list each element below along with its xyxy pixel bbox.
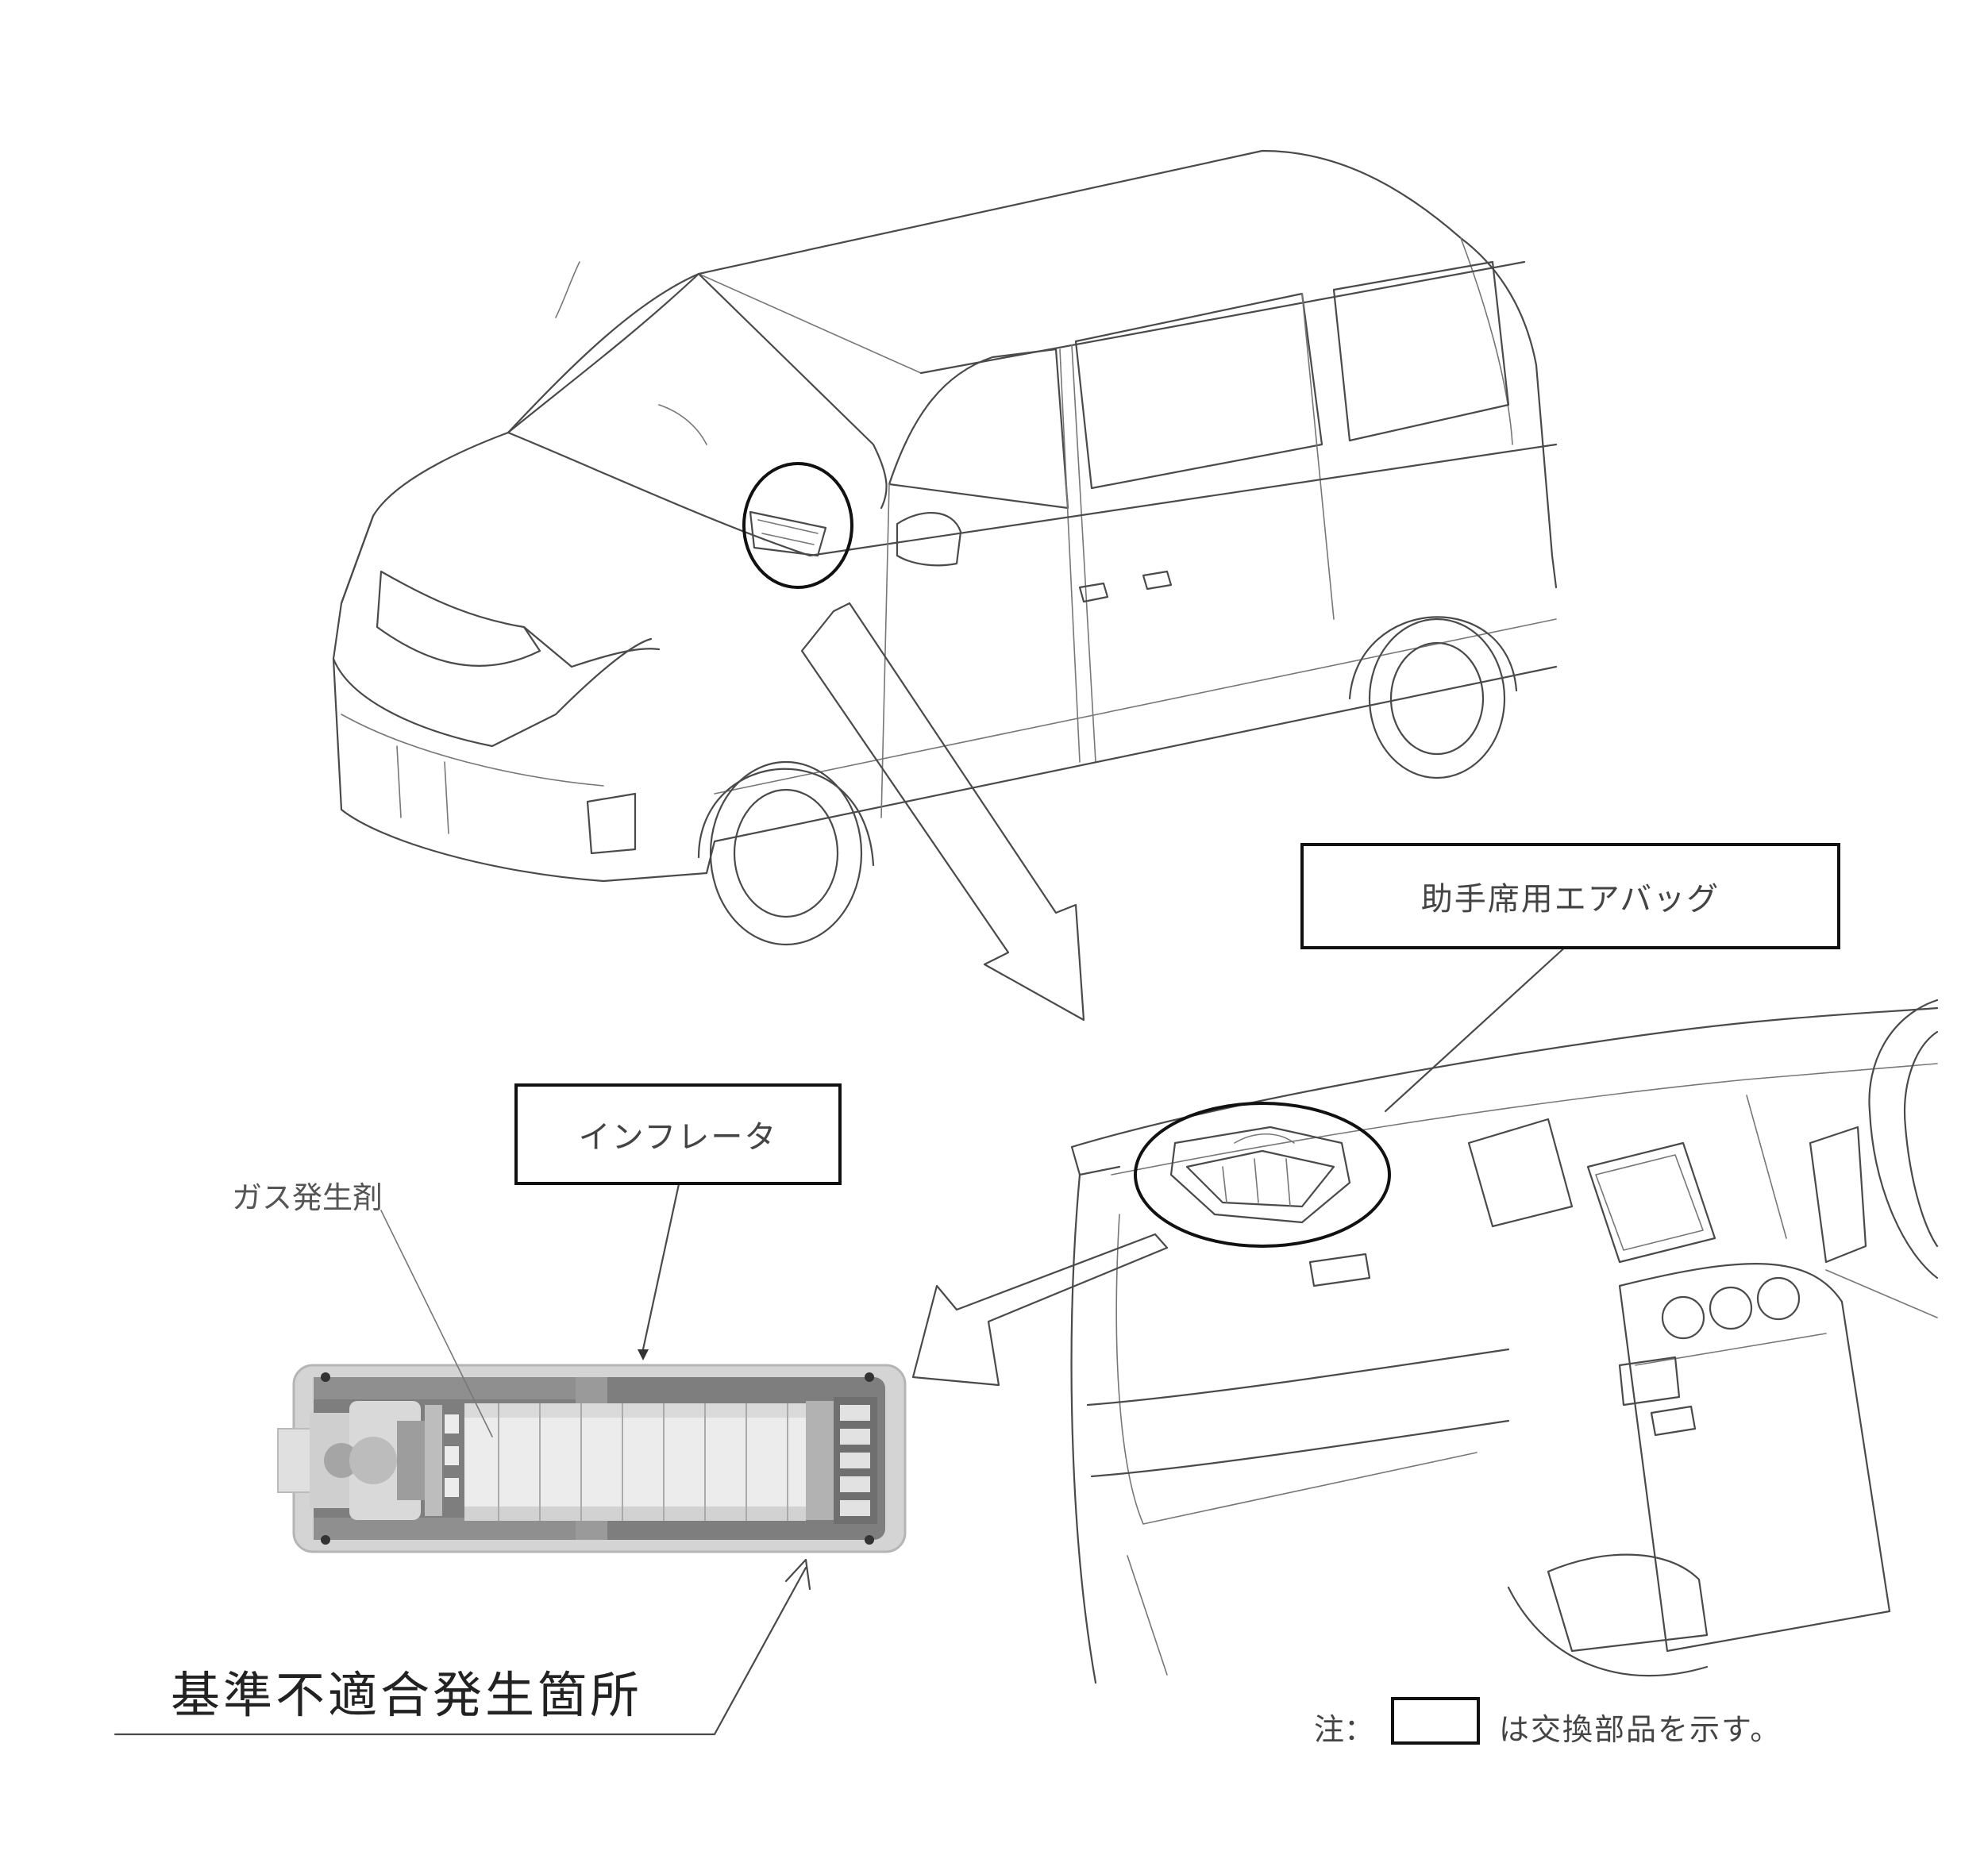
inflator-cutaway <box>277 1364 907 1553</box>
dashboard-illustration <box>1070 943 1939 1684</box>
van-illustration <box>332 149 1558 946</box>
note-prefix: 注： <box>1314 1712 1375 1747</box>
note-legend-box <box>1391 1697 1480 1745</box>
callout-arrow-icon <box>800 602 1085 1022</box>
defect-location-label: 基準不適合発生箇所 <box>171 1666 643 1724</box>
gas-generant-label: ガス発生剤 <box>232 1180 383 1215</box>
passenger-airbag-label-box: 助手席用エアバッグ <box>1300 843 1840 949</box>
inflator-label-box: インフレータ <box>514 1083 842 1185</box>
callout-arrow-icon <box>911 1233 1169 1387</box>
note-suffix: は交換部品を示す。 <box>1499 1712 1782 1747</box>
passenger-airbag-label: 助手席用エアバッグ <box>1420 881 1720 918</box>
inflator-label: インフレータ <box>578 1119 778 1156</box>
